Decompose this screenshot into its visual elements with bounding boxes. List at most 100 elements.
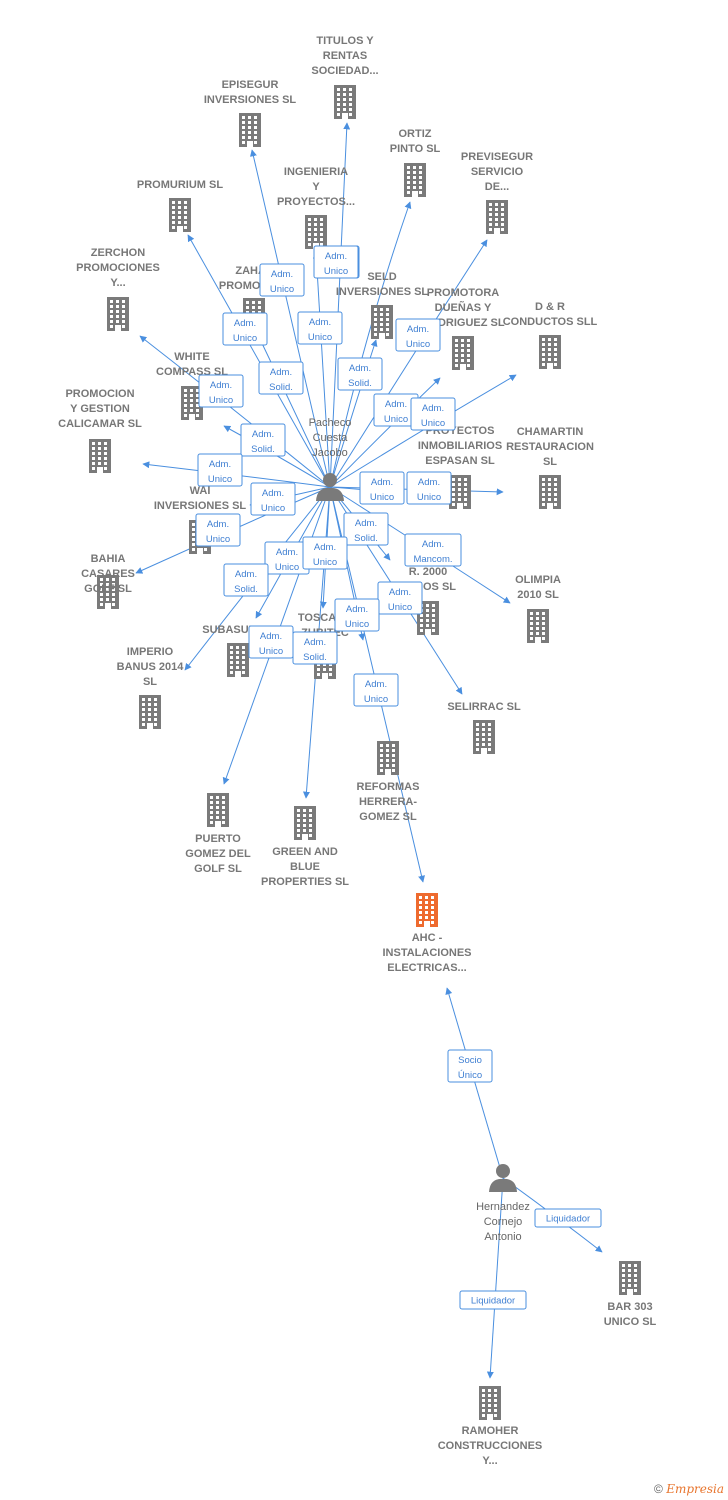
building-window	[309, 824, 312, 827]
building-window	[242, 121, 245, 124]
edge-label-text: Adm.	[276, 547, 298, 558]
building-window	[297, 829, 300, 832]
building-window	[501, 218, 504, 221]
edge-role-label[interactable]: Adm.Unico	[248, 625, 294, 659]
building-window	[548, 358, 551, 361]
edge-role-label[interactable]: Adm.Unico	[297, 311, 343, 345]
building-window	[242, 131, 245, 134]
company-node-ingenieria[interactable]: INGENIERIAYPROYECTOS...	[277, 166, 355, 249]
building-window	[308, 243, 311, 246]
edge-label-box	[410, 397, 456, 431]
building-window	[320, 218, 323, 221]
edge-label-box	[353, 673, 399, 707]
building-window	[628, 1269, 631, 1272]
building-window	[236, 651, 239, 654]
building-window	[112, 583, 115, 586]
edge-role-label[interactable]: Adm.Unico	[222, 312, 268, 346]
company-node-zerchon[interactable]: ZERCHONPROMOCIONESY...	[76, 247, 160, 331]
building-window	[216, 806, 219, 809]
edge-label-text: Adm.	[235, 569, 257, 580]
company-node-titulos[interactable]: TITULOS YRENTASSOCIEDAD...	[311, 35, 379, 119]
building-window	[495, 208, 498, 211]
edge-label-text: Adm.	[210, 380, 232, 391]
edge-role-label[interactable]: Adm.Unico	[377, 581, 423, 615]
building-window	[467, 349, 470, 352]
edge-role-label[interactable]: Adm.Unico	[197, 453, 243, 487]
edge-role-label[interactable]: Adm.Unico	[195, 513, 241, 547]
building-window	[536, 627, 539, 630]
building-icon	[539, 335, 561, 369]
edge-role-label[interactable]: Adm.Solid.	[240, 423, 286, 457]
company-node-previsegur[interactable]: PREVISEGURSERVICIODE...	[461, 151, 533, 234]
building-window	[349, 113, 352, 116]
building-window	[242, 656, 245, 659]
node-label: RESTAURACION	[506, 441, 594, 453]
building-window	[489, 213, 492, 216]
building-window	[380, 744, 383, 747]
company-node-selirrac[interactable]: SELIRRAC SL	[447, 701, 521, 754]
building-window	[184, 221, 187, 224]
building-window	[380, 313, 383, 316]
building-window	[431, 901, 434, 904]
building-window	[329, 668, 332, 671]
building-window	[419, 176, 422, 179]
edge-role-label[interactable]: Adm.Solid.	[337, 357, 383, 391]
building-icon	[527, 609, 549, 643]
building-window	[196, 404, 199, 407]
building-icon	[181, 386, 203, 420]
building-window	[178, 201, 181, 204]
edge-role-label[interactable]: Adm.Unico	[259, 263, 305, 297]
building-window	[192, 533, 195, 536]
edge-role-label[interactable]: Adm.Unico	[313, 245, 359, 279]
edge-role-label[interactable]: Liquidador	[459, 1290, 527, 1310]
building-window	[542, 488, 545, 491]
edge-role-label[interactable]: Adm.Unico	[198, 374, 244, 408]
edge-role-label[interactable]: Adm.Unico	[302, 536, 348, 570]
edge-role-label[interactable]: Adm.Unico	[395, 318, 441, 352]
edge-role-label[interactable]: Adm.Unico	[250, 482, 296, 516]
edge-role-label[interactable]: Liquidador	[534, 1208, 602, 1228]
edge-role-label[interactable]: Adm.Unico	[353, 673, 399, 707]
building-window	[542, 353, 545, 356]
edge-role-label[interactable]: Adm.Unico	[406, 471, 452, 505]
edge-role-label[interactable]: Adm.Solid.	[343, 512, 389, 546]
company-node-ramoher[interactable]: RAMOHERCONSTRUCCIONESY...	[438, 1386, 543, 1467]
edge-label-text: Unico	[406, 339, 430, 350]
edge-role-label[interactable]: Adm.Solid.	[292, 631, 338, 665]
building-window	[343, 108, 346, 111]
edge-role-label[interactable]: Adm.Unico	[334, 598, 380, 632]
edge-role-label[interactable]: Adm.Unico	[359, 471, 405, 505]
building-window	[184, 399, 187, 402]
edge-role-label[interactable]: Adm.Unico	[264, 541, 310, 575]
building-window	[489, 223, 492, 226]
edge-role-label[interactable]: Adm.Unico	[410, 397, 456, 431]
edge-label-box	[258, 361, 304, 395]
company-node-ahc[interactable]: AHC -INSTALACIONESELECTRICAS...	[382, 893, 472, 974]
building-window	[419, 901, 422, 904]
building-door	[627, 1289, 633, 1295]
edge-role-label[interactable]: Adm.Solid.	[223, 563, 269, 597]
company-node-promurium[interactable]: PROMURIUM SL	[137, 179, 223, 232]
building-window	[452, 483, 455, 486]
footer-brand[interactable]: © Empresia	[654, 1482, 724, 1496]
edge-role-label[interactable]: Adm.Solid.	[258, 361, 304, 395]
building-window	[258, 306, 261, 309]
edge-role-label[interactable]: Adm.Mancom.	[404, 533, 462, 567]
